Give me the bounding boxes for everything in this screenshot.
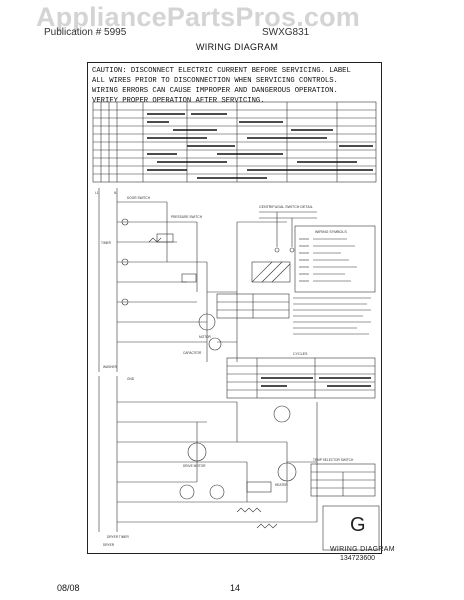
caution-line: WIRING ERRORS CAN CAUSE IMPROPER AND DAN… [92, 87, 338, 95]
temp-switch-label: TEMP SELECTOR SWITCH [313, 458, 354, 462]
dryer-timer-label: DRYER TIMER [107, 535, 130, 539]
publication-header: Publication # 5995 [44, 27, 127, 38]
dryer-cycles-table [226, 357, 376, 399]
caution-block: CAUTION: DISCONNECT ELECTRIC CURRENT BEF… [92, 66, 380, 106]
spin-speed-table [216, 293, 290, 319]
notes-block [293, 297, 371, 335]
footer-date: 08/08 [57, 583, 80, 593]
timer-sequence-chart [92, 101, 377, 183]
neutral-label: N [114, 191, 117, 195]
motor-label: MOTOR [199, 335, 212, 339]
part-number: 134723600 [340, 555, 376, 562]
motor-hatched-box [251, 261, 291, 283]
dryer-circuit [98, 376, 318, 532]
caution-line: ALL WIRES PRIOR TO DISCONNECTION WHEN SE… [92, 77, 338, 85]
dryer-label: DRYER [103, 543, 115, 547]
title-block [322, 505, 380, 551]
door-switch-label: DOOR SWITCH [127, 196, 151, 200]
model-header: SWXG831 [262, 27, 310, 38]
washer-circuit [98, 188, 287, 372]
cycles-label: CYCLES [293, 352, 308, 356]
dryer-cycle-bars [261, 377, 371, 387]
pressure-switch-label: PRESSURE SWITCH [171, 215, 203, 219]
page-number: 14 [230, 583, 241, 593]
wiring-symbols-label: WIRING SYMBOLS [315, 230, 347, 234]
diagram-frame [87, 62, 382, 554]
centrifugal-switch-detail [259, 211, 317, 253]
timer-contact-bars [147, 113, 373, 179]
page-title: WIRING DIAGRAM [196, 42, 279, 52]
drive-motor-label: DRIVE MOTOR [183, 464, 206, 468]
watermark-text: AppliancePartsPros.com [36, 2, 361, 32]
capacitor-label: CAPACITOR [183, 351, 202, 355]
caution-line: VERIFY PROPER OPERATION AFTER SERVICING. [92, 97, 265, 105]
diagram-letter: G [350, 514, 366, 536]
heater-label: HEATER [275, 483, 288, 487]
temp-selector-table [310, 463, 376, 497]
timer-label: TIMER [101, 241, 112, 245]
ground-label: GND [127, 377, 135, 381]
centrifugal-switch-label: CENTRIFUGAL SWITCH DETAIL [259, 205, 313, 209]
caution-line: CAUTION: DISCONNECT ELECTRIC CURRENT BEF… [92, 67, 351, 75]
title-block-label: WIRING DIAGRAM [330, 546, 395, 553]
l1-label: L1 [95, 191, 99, 195]
wiring-diagram: CENTRIFUGAL SWITCH DETAIL WIRING SYMBOLS… [92, 101, 380, 551]
wiring-symbols-legend [294, 225, 376, 293]
washer-label: WASHER [103, 365, 118, 369]
